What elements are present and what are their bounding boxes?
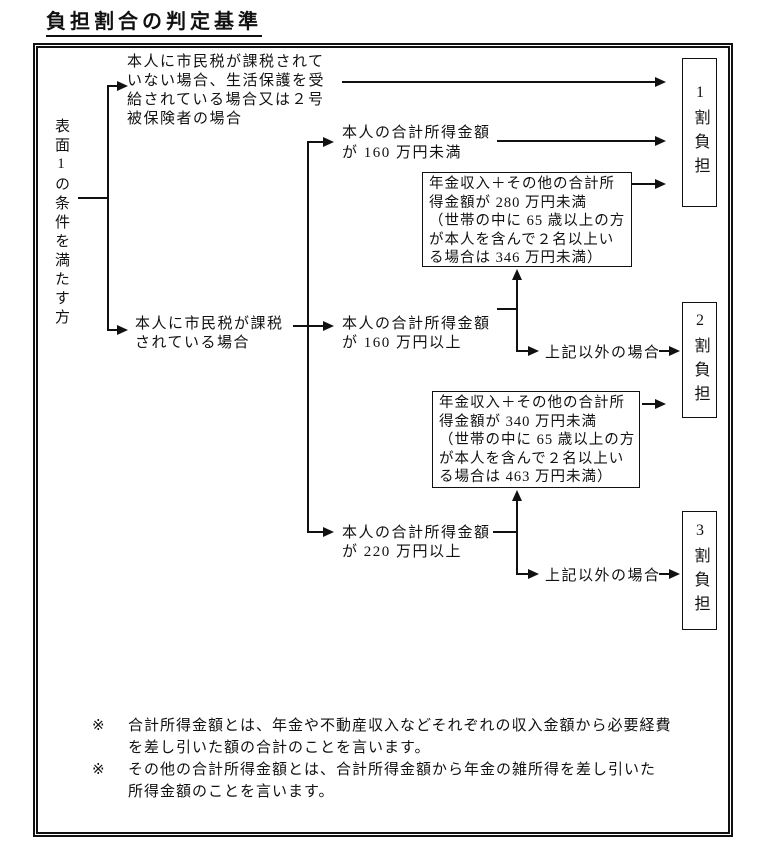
arrowhead-to-other2 — [528, 569, 539, 579]
connector-pension280-to-burden1 — [632, 183, 655, 185]
text-line: 本人の合計所得金額 — [342, 125, 491, 141]
arrowhead-other1-to-burden2 — [669, 346, 680, 356]
node-income-under-160: 本人の合計所得金額 が 160 万円未満 — [342, 123, 491, 163]
connector-to-no-tax — [107, 85, 118, 87]
burden-label: 2割負担 — [691, 311, 709, 409]
text-line: 被保険者の場合 — [127, 111, 243, 127]
connector-income160-stub — [497, 308, 517, 310]
text-line: 本人の合計所得金額 — [342, 525, 491, 541]
node-income-over-160: 本人の合計所得金額 が 160 万円以上 — [342, 315, 491, 353]
node-root-condition: 表面1の条件を満たす方 — [53, 118, 69, 328]
connector-to-other1 — [516, 350, 528, 352]
text-line: が 160 万円未満 — [342, 145, 463, 161]
node-pension-280-box: 年金収入＋その他の合計所 得金額が 280 万円未満 （世帯の中に 65 歳以上… — [422, 172, 632, 267]
note-marker: ※ — [92, 762, 106, 778]
text-line: が本人を含んで２名以上い — [439, 450, 625, 467]
note-line: を差し引いた額の合計のことを言います。 — [128, 740, 431, 756]
text-line: が本人を含んで２名以上い — [429, 231, 615, 248]
arrowhead-to-other1 — [528, 346, 539, 356]
text-line: が 220 万円以上 — [342, 544, 463, 560]
diagram-frame — [33, 43, 733, 837]
text-line: 本人に市民税が課税されて — [127, 54, 325, 70]
text-line: （世帯の中に 65 歳以上の方 — [429, 213, 626, 230]
node-municipal-tax: 本人に市民税が課税 されている場合 — [135, 315, 284, 353]
text-line: いない場合、生活保護を受 — [127, 73, 326, 89]
arrowhead-up-to-pension280 — [512, 269, 522, 280]
connector-to-income-220up — [307, 531, 323, 533]
connector-to-other2 — [516, 573, 528, 575]
page-title: 負担割合の判定基準 — [46, 5, 262, 37]
burden-label: 3割負担 — [691, 522, 709, 619]
arrowhead-to-income-160up — [323, 321, 334, 331]
connector-root-stub — [78, 197, 107, 199]
text-line: る場合は 463 万円未満） — [439, 469, 613, 486]
text-line: る場合は 346 万円未満） — [429, 250, 603, 267]
connector-notax-to-burden1 — [342, 81, 655, 83]
connector-junction2-vertical — [516, 500, 518, 575]
node-no-municipal-tax: 本人に市民税が課税されて いない場合、生活保護を受 給されている場合又は２号 被… — [127, 53, 325, 129]
text-line: 得金額が 340 万円未満 — [439, 413, 597, 430]
result-burden-10pct: 1割負担 — [682, 58, 717, 207]
text-line: 給されている場合又は２号 — [127, 92, 325, 108]
connector-other1-to-burden2 — [659, 350, 669, 352]
arrowhead-other2-to-burden3 — [669, 569, 680, 579]
note-marker: ※ — [92, 718, 106, 734]
node-other-case-1: 上記以外の場合 — [545, 345, 661, 361]
node-income-over-220: 本人の合計所得金額 が 220 万円以上 — [342, 524, 491, 562]
text-line: （世帯の中に 65 歳以上の方 — [439, 432, 636, 449]
text-line: 年金収入＋その他の合計所 — [439, 395, 625, 411]
arrowhead-pension340-to-burden2 — [655, 399, 666, 409]
arrowhead-up-to-pension340 — [512, 490, 522, 501]
text-line: 年金収入＋その他の合計所 — [429, 176, 615, 192]
note-1: 合計所得金額とは、年金や不動産収入などそれぞれの収入金額から必要経費 を差し引い… — [128, 715, 672, 759]
arrowhead-to-income-under160 — [323, 137, 334, 147]
note-2: その他の合計所得金額とは、合計所得金額から年金の雑所得を差し引いた 所得金額のこ… — [128, 759, 656, 803]
arrowhead-pension280-to-burden1 — [655, 179, 666, 189]
text-line: 本人に市民税が課税 — [135, 316, 284, 332]
connector-to-taxed — [107, 329, 118, 331]
node-other-case-2: 上記以外の場合 — [545, 568, 661, 584]
arrowhead-notax-to-burden1 — [655, 77, 666, 87]
arrowhead-to-taxed — [117, 325, 128, 335]
connector-income220-stub — [493, 531, 517, 533]
connector-branch2-vertical — [307, 141, 309, 533]
arrowhead-to-no-tax — [117, 81, 128, 91]
arrowhead-under160-to-burden1 — [655, 136, 666, 146]
text-line: されている場合 — [135, 335, 251, 351]
connector-other2-to-burden3 — [659, 573, 669, 575]
note-line: 所得金額のことを言います。 — [128, 784, 335, 800]
connector-junction1-vertical — [516, 279, 518, 352]
result-burden-30pct: 3割負担 — [682, 511, 717, 630]
connector-under160-to-burden1 — [497, 140, 655, 142]
result-burden-20pct: 2割負担 — [682, 302, 717, 418]
text-line: 本人の合計所得金額 — [342, 316, 491, 332]
note-line: 合計所得金額とは、年金や不動産収入などそれぞれの収入金額から必要経費 — [128, 718, 672, 734]
text-line: 得金額が 280 万円未満 — [429, 194, 587, 211]
arrowhead-to-income-220up — [323, 527, 334, 537]
note-line: その他の合計所得金額とは、合計所得金額から年金の雑所得を差し引いた — [128, 762, 657, 778]
text-line: が 160 万円以上 — [342, 335, 463, 351]
burden-label: 1割負担 — [691, 84, 709, 181]
connector-to-income-under160 — [307, 141, 323, 143]
connector-pension340-to-burden2 — [642, 403, 655, 405]
node-pension-340-box: 年金収入＋その他の合計所 得金額が 340 万円未満 （世帯の中に 65 歳以上… — [432, 391, 640, 488]
connector-branch1-vertical — [107, 85, 109, 331]
